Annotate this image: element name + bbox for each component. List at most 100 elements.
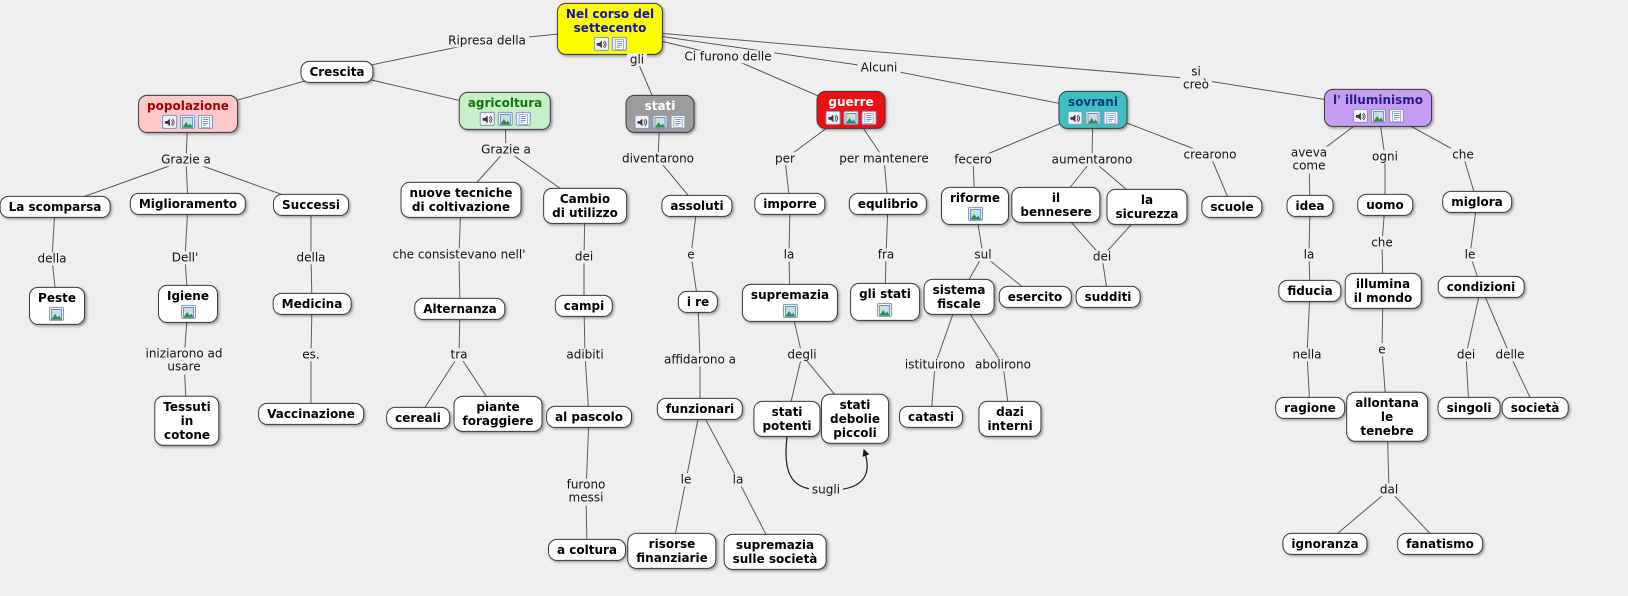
concept-imporre[interactable]: imporre bbox=[754, 192, 826, 216]
concept-sovrani[interactable]: sovrani bbox=[1058, 90, 1128, 130]
concept-ignoranza[interactable]: ignoranza bbox=[1282, 532, 1368, 556]
document-icon[interactable] bbox=[1103, 111, 1119, 126]
concept-supremazia[interactable]: supremazia bbox=[741, 283, 839, 323]
image-icon[interactable] bbox=[967, 207, 983, 222]
concept-i-re[interactable]: i re bbox=[677, 290, 719, 314]
linking-phrase-l-che2[interactable]: che bbox=[1449, 148, 1477, 162]
linking-phrase-l-gli[interactable]: gli bbox=[626, 53, 648, 67]
concept-singoli[interactable]: singoli bbox=[1437, 396, 1501, 420]
linking-phrase-l-adibiti[interactable]: adibiti bbox=[563, 348, 607, 362]
document-icon[interactable] bbox=[670, 115, 686, 130]
concept-medicina[interactable]: Medicina bbox=[272, 292, 352, 316]
linking-phrase-l-es[interactable]: es. bbox=[299, 348, 323, 362]
linking-phrase-l-le1[interactable]: le bbox=[677, 473, 695, 487]
concept-guerre[interactable]: guerre bbox=[816, 90, 886, 130]
linking-phrase-l-della2[interactable]: della bbox=[293, 251, 329, 265]
concept-cereali[interactable]: cereali bbox=[386, 406, 450, 430]
concept-stati-potenti[interactable]: stati potenti bbox=[753, 400, 821, 438]
concept-peste[interactable]: Peste bbox=[29, 286, 85, 326]
image-icon[interactable] bbox=[180, 305, 196, 320]
concept-scuole[interactable]: scuole bbox=[1201, 195, 1263, 219]
linking-phrase-l-degli[interactable]: degli bbox=[784, 348, 820, 362]
concept-allontana[interactable]: allontana le tenebre bbox=[1346, 391, 1428, 443]
linking-phrase-l-nella[interactable]: nella bbox=[1289, 348, 1325, 362]
concept-esercito[interactable]: esercito bbox=[998, 285, 1072, 309]
concept-sistema-fiscale[interactable]: sistema fiscale bbox=[923, 278, 995, 316]
concept-al-pascolo[interactable]: al pascolo bbox=[546, 405, 632, 429]
concept-a-coltura[interactable]: a coltura bbox=[547, 538, 627, 562]
concept-fiducia[interactable]: fiducia bbox=[1278, 279, 1342, 303]
linking-phrase-l-la2[interactable]: la bbox=[780, 248, 798, 262]
linking-phrase-l-dal[interactable]: dal bbox=[1376, 483, 1402, 497]
linking-phrase-l-dei2[interactable]: dei bbox=[1089, 250, 1115, 264]
image-icon[interactable] bbox=[652, 115, 668, 130]
concept-popolazione[interactable]: popolazione bbox=[138, 94, 238, 134]
linking-phrase-l-ogni[interactable]: ogni bbox=[1369, 150, 1401, 164]
audio-icon[interactable] bbox=[162, 115, 178, 130]
document-icon[interactable] bbox=[861, 111, 877, 126]
linking-phrase-l-e1[interactable]: e bbox=[684, 248, 698, 262]
concept-idea[interactable]: idea bbox=[1286, 194, 1334, 218]
image-icon[interactable] bbox=[497, 112, 513, 127]
linking-phrase-l-fra[interactable]: fra bbox=[874, 248, 898, 262]
linking-phrase-l-la1[interactable]: la bbox=[729, 473, 747, 487]
concept-illuminismo[interactable]: l' illuminismo bbox=[1323, 88, 1433, 128]
concept-societa[interactable]: società bbox=[1501, 396, 1569, 420]
document-icon[interactable] bbox=[515, 112, 531, 127]
linking-phrase-l-che1[interactable]: che bbox=[1368, 236, 1396, 250]
concept-assoluti[interactable]: assoluti bbox=[661, 194, 733, 218]
image-icon[interactable] bbox=[1085, 111, 1101, 126]
concept-illumina[interactable]: illumina il mondo bbox=[1344, 272, 1422, 310]
audio-icon[interactable] bbox=[479, 112, 495, 127]
linking-phrase-l-aumentarono[interactable]: aumentarono bbox=[1048, 153, 1136, 167]
linking-phrase-l-sul[interactable]: sul bbox=[971, 248, 995, 262]
concept-vaccinazione[interactable]: Vaccinazione bbox=[258, 402, 364, 426]
linking-phrase-l-tra[interactable]: tra bbox=[447, 348, 471, 362]
linking-phrase-l-dei1[interactable]: dei bbox=[571, 250, 597, 264]
concept-equlibrio[interactable]: equlibrio bbox=[848, 192, 928, 216]
concept-agricoltura[interactable]: agricoltura bbox=[458, 91, 552, 131]
linking-phrase-l-la3[interactable]: la bbox=[1300, 248, 1318, 262]
concept-la-sicurezza[interactable]: la sicurezza bbox=[1106, 188, 1188, 226]
concept-alternanza[interactable]: Alternanza bbox=[414, 297, 506, 321]
linking-phrase-l-iniziarono[interactable]: iniziarono ad usare bbox=[142, 347, 226, 375]
linking-phrase-l-grazie1[interactable]: Grazie a bbox=[158, 153, 214, 167]
concept-uomo[interactable]: uomo bbox=[1357, 193, 1413, 217]
concept-il-bennesere[interactable]: il bennesere bbox=[1011, 186, 1101, 224]
linking-phrase-l-abolirono[interactable]: abolirono bbox=[972, 358, 1034, 372]
concept-stati[interactable]: stati bbox=[625, 94, 695, 134]
concept-campi[interactable]: campi bbox=[554, 294, 614, 318]
linking-phrase-l-crearono[interactable]: crearono bbox=[1180, 148, 1240, 162]
linking-phrase-l-fecero[interactable]: fecero bbox=[951, 153, 995, 167]
audio-icon[interactable] bbox=[634, 115, 650, 130]
image-icon[interactable] bbox=[49, 307, 65, 322]
linking-phrase-l-delle[interactable]: delle bbox=[1492, 348, 1528, 362]
linking-phrase-l-per[interactable]: per bbox=[772, 152, 798, 166]
concept-miglora[interactable]: miglora bbox=[1442, 190, 1512, 214]
linking-phrase-l-e2[interactable]: e bbox=[1375, 343, 1389, 357]
image-icon[interactable] bbox=[782, 304, 798, 319]
concept-fanatismo[interactable]: fanatismo bbox=[1397, 532, 1483, 556]
linking-phrase-l-checons[interactable]: che consistevano nell' bbox=[389, 248, 529, 262]
concept-riforme[interactable]: riforme bbox=[940, 186, 1010, 226]
concept-la-scomparsa[interactable]: La scomparsa bbox=[0, 195, 111, 219]
concept-risorse[interactable]: risorse finanziarie bbox=[627, 532, 717, 570]
linking-phrase-l-sicreo[interactable]: si creò bbox=[1180, 65, 1212, 93]
concept-miglioramento[interactable]: Miglioramento bbox=[129, 192, 247, 216]
linking-phrase-l-alcuni[interactable]: Alcuni bbox=[857, 61, 901, 75]
document-icon[interactable] bbox=[1388, 109, 1404, 124]
concept-tessuti[interactable]: Tessuti in cotone bbox=[154, 395, 220, 447]
audio-icon[interactable] bbox=[825, 111, 841, 126]
concept-successi[interactable]: Successi bbox=[273, 193, 349, 217]
audio-icon[interactable] bbox=[593, 37, 609, 52]
audio-icon[interactable] bbox=[1067, 111, 1083, 126]
image-icon[interactable] bbox=[180, 115, 196, 130]
document-icon[interactable] bbox=[198, 115, 214, 130]
linking-phrase-l-della1[interactable]: della bbox=[34, 252, 70, 266]
concept-nuove-tecniche[interactable]: nuove tecniche di coltivazione bbox=[400, 181, 522, 219]
concept-root[interactable]: Nel corso del settecento bbox=[556, 2, 664, 56]
linking-phrase-l-le2[interactable]: le bbox=[1461, 248, 1479, 262]
concept-supremazia-societa[interactable]: supremazia sulle società bbox=[723, 533, 827, 571]
linking-phrase-l-cifurono[interactable]: Ci furono delle bbox=[681, 50, 775, 64]
concept-condizioni[interactable]: condizioni bbox=[1437, 275, 1525, 299]
